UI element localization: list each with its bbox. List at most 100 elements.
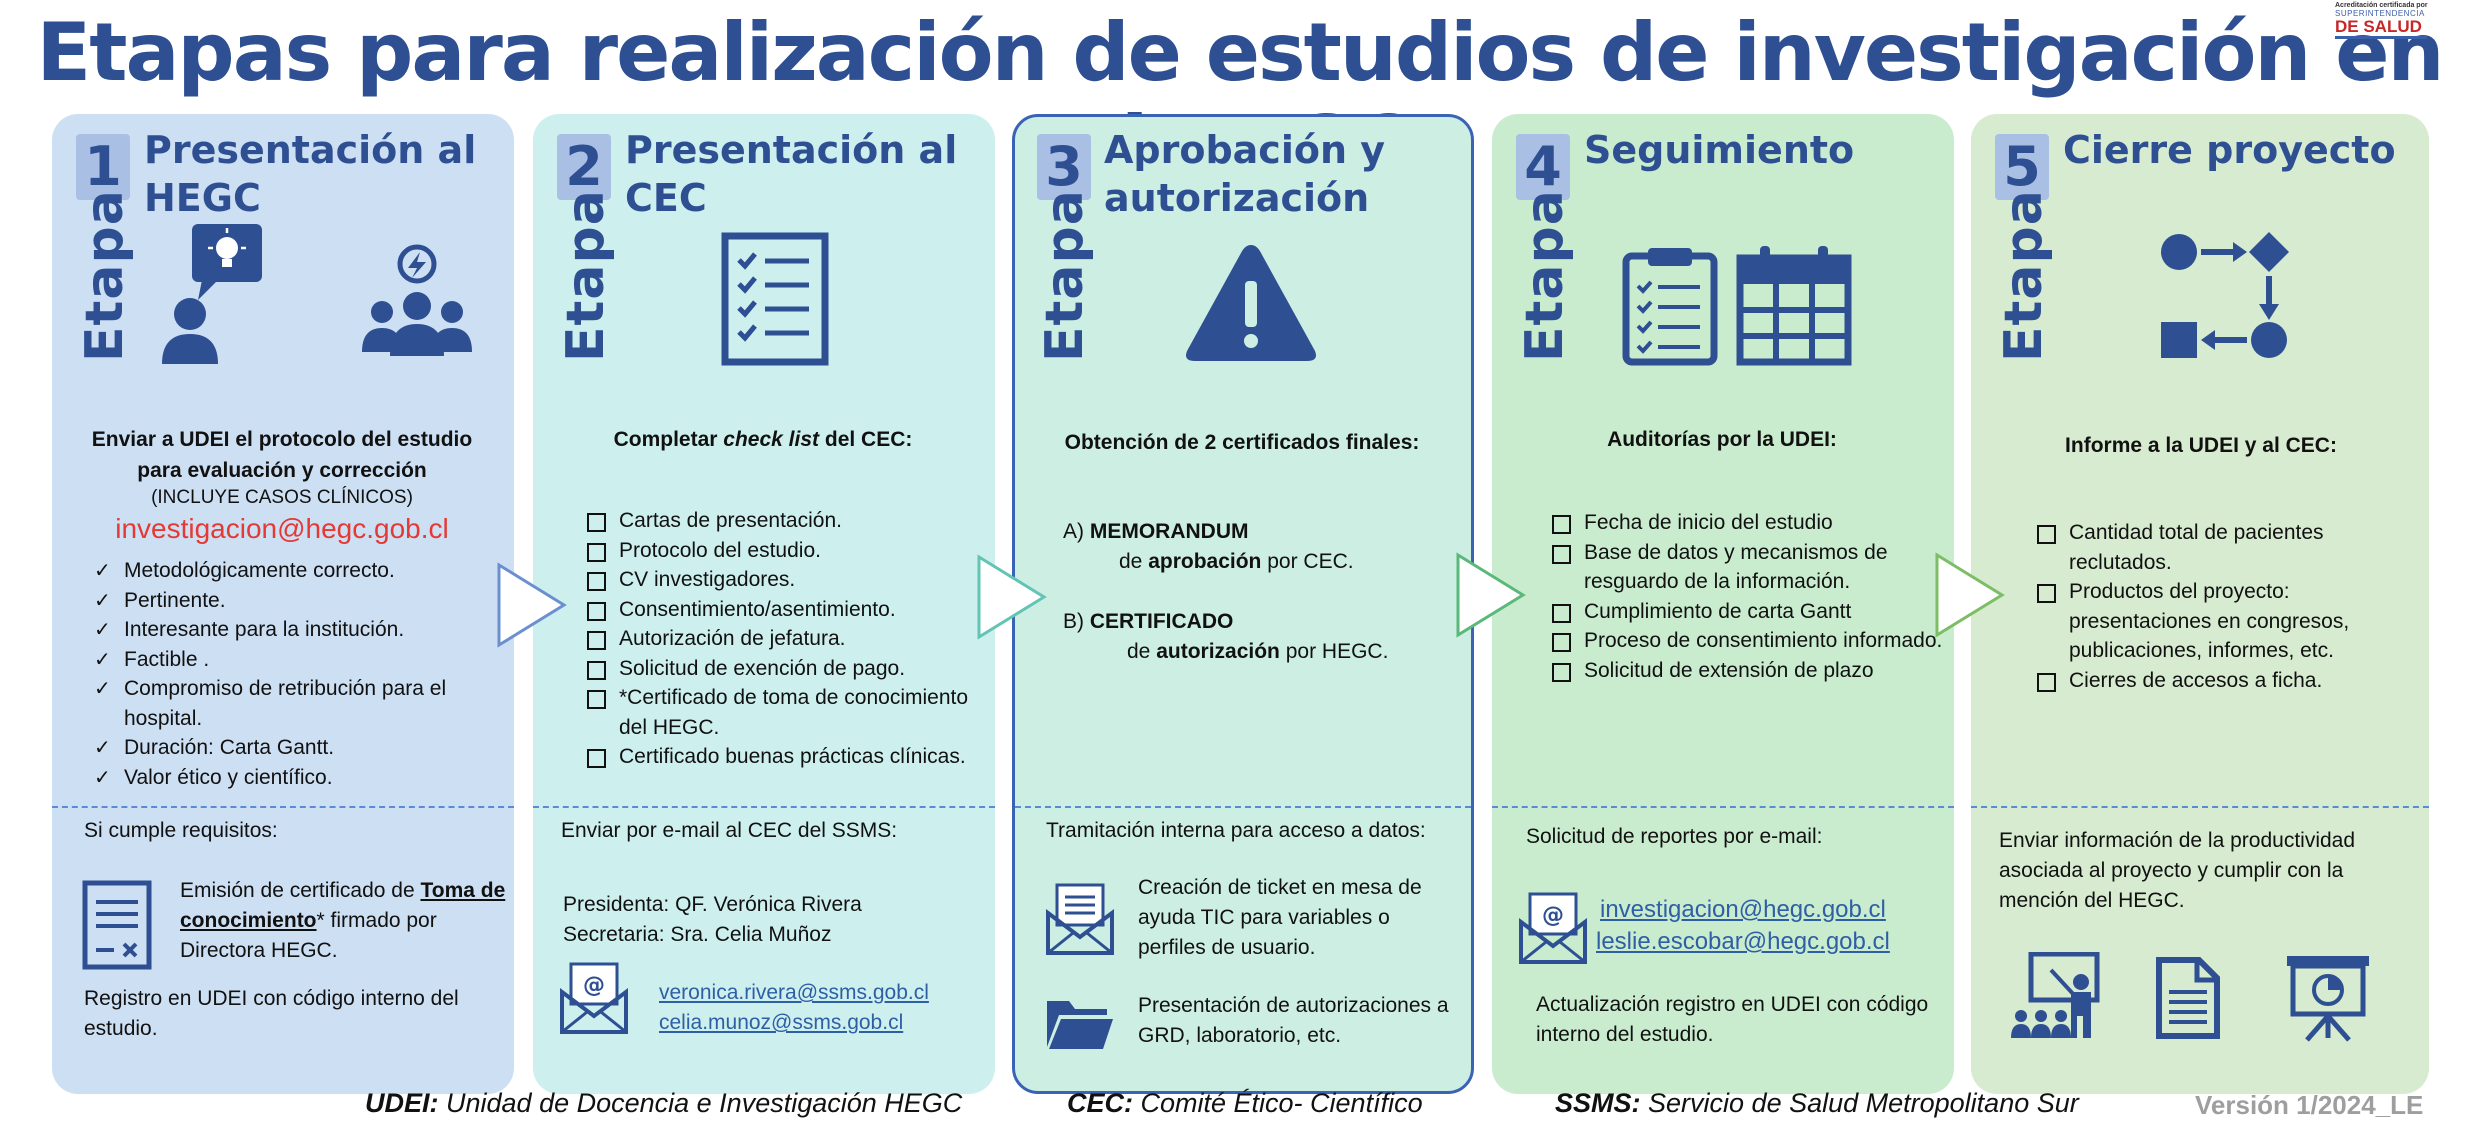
stage-2-divider [533, 806, 995, 808]
stage-2-email-veronica[interactable]: veronica.rivera@ssms.gob.cl [659, 981, 929, 1004]
stage-3-memorandum: A) MEMORANDUM [1063, 520, 1249, 543]
list-item: Protocolo del estudio. [583, 536, 983, 566]
stage-1-bottom-title: Si cumple requisitos: [84, 819, 278, 842]
list-item: Proceso de consentimiento informado. [1548, 626, 1948, 656]
stage-4-email-leslie[interactable]: leslie.escobar@hegc.gob.cl [1596, 928, 1890, 955]
stage-4-email-investigacion[interactable]: investigacion@hegc.gob.cl [1600, 896, 1886, 923]
stage-1-number: 1 [76, 134, 130, 200]
warning-icon [1186, 245, 1316, 361]
version-label: Versión 1/2024_LE [2195, 1090, 2424, 1120]
list-item: Consentimiento/asentimiento. [583, 595, 983, 625]
stage-3-memorandum-detail: de aprobación por CEC. [1119, 550, 1354, 573]
list-item: Duración: Carta Gantt. [88, 733, 498, 763]
stage-5-divider [1971, 806, 2429, 808]
stage-2-title: Presentación al CEC [625, 128, 958, 220]
list-item: Cierres de accesos a ficha. [2033, 666, 2423, 696]
footer-udei: UDEI: Unidad de Docencia e Investigación… [365, 1088, 963, 1118]
stage-1-divider [52, 806, 514, 808]
list-item: Solicitud de extensión de plazo [1548, 656, 1948, 686]
list-item: Valor ético y científico. [88, 763, 498, 793]
list-item: Certificado buenas prácticas clínicas. [583, 742, 983, 772]
email-ticket-icon [1046, 883, 1114, 955]
email-icon: @ [1519, 892, 1587, 964]
stage-1-lead: Enviar a UDEI el protocolo del estudio p… [91, 428, 473, 482]
stage-2-checklist: Cartas de presentación. Protocolo del es… [583, 506, 983, 772]
process-flow-icon [2161, 232, 2289, 358]
presentation-board-icon [2287, 956, 2369, 1042]
arrow-right-icon [1935, 552, 2005, 638]
stage-4-title: Seguimiento [1584, 128, 1855, 172]
stage-1-title: Presentación al HEGC [144, 128, 477, 220]
list-item: Autorización de jefatura. [583, 624, 983, 654]
stage-3-title: Aprobación y autorización [1104, 128, 1386, 220]
list-item: Productos del proyecto: presentaciones e… [2033, 577, 2423, 666]
superintendencia-logo: Acreditación certificada por SUPERINTEND… [2335, 2, 2475, 39]
list-item: CV investigadores. [583, 565, 983, 595]
stage-5-etapa-label: Etapa [1994, 189, 2054, 362]
certificate-icon [82, 880, 152, 970]
stage-4-number: 4 [1516, 134, 1570, 200]
stage-5-panel: 5 Etapa Cierre proyecto Informe a la UDE… [1971, 114, 2429, 1094]
stage-2-presidenta: Presidenta: QF. Verónica Rivera [563, 893, 862, 916]
stage-4-divider [1492, 806, 1954, 808]
stage-1-icons [162, 224, 502, 374]
stage-4-bottom-title: Solicitud de reportes por e-mail: [1526, 825, 1823, 848]
stage-4-checklist: Fecha de inicio del estudio Base de dato… [1548, 508, 1948, 685]
list-item: Cantidad total de pacientes reclutados. [2033, 518, 2423, 577]
document-icon [2156, 957, 2220, 1039]
list-item: Metodológicamente correcto. [88, 556, 498, 586]
person-idea-icon [162, 224, 262, 364]
arrow-right-icon [1456, 552, 1526, 638]
arrow-right-icon [977, 554, 1047, 640]
stage-2-number: 2 [557, 134, 611, 200]
team-bolt-icon [362, 244, 472, 356]
list-item: Cumplimiento de carta Gantt [1548, 597, 1948, 627]
arrow-right-icon [497, 562, 567, 648]
list-item: Fecha de inicio del estudio [1548, 508, 1948, 538]
stage-2-etapa-label: Etapa [556, 189, 616, 362]
presentation-audience-icon [2011, 952, 2100, 1038]
email-icon: @ [560, 962, 628, 1034]
footer-cec: CEC: Comité Ético- Científico [1067, 1088, 1423, 1118]
stage-1-certificate-text: Emisión de certificado de Toma de conoci… [180, 879, 506, 962]
stage-1-etapa-label: Etapa [75, 189, 135, 362]
stage-4-lead: Auditorías por la UDEI: [1607, 428, 1837, 451]
stage-3-presentacion: Presentación de autorizaciones a GRD, la… [1138, 994, 1449, 1047]
stage-2-secretaria: Secretaria: Sra. Celia Muñoz [563, 923, 832, 946]
stage-2-lead: Completar check list del CEC: [613, 428, 913, 451]
list-item: Pertinente. [88, 586, 498, 616]
list-item: Compromiso de retribución para el hospit… [88, 674, 498, 733]
list-item: Base de datos y mecanismos de resguardo … [1548, 538, 1948, 597]
stage-2-email-celia[interactable]: celia.munoz@ssms.gob.cl [659, 1011, 904, 1034]
stage-4-etapa-label: Etapa [1515, 189, 1575, 362]
folder-icon [1047, 1001, 1113, 1049]
list-item: Interesante para la institución. [88, 615, 498, 645]
footer-ssms: SSMS: Servicio de Salud Metropolitano Su… [1555, 1088, 2079, 1118]
calendar-icon [1736, 246, 1852, 366]
stage-2-panel: 2 Etapa Presentación al CEC Completar ch… [533, 114, 995, 1094]
stage-5-checklist: Cantidad total de pacientes reclutados. … [2033, 518, 2423, 695]
stage-5-lead: Informe a la UDEI y al CEC: [2065, 434, 2337, 457]
list-item: Cartas de presentación. [583, 506, 983, 536]
stage-3-number: 3 [1037, 134, 1091, 200]
stage-3-bottom-title: Tramitación interna para acceso a datos: [1046, 819, 1426, 842]
stage-3-certificado: B) CERTIFICADO [1063, 610, 1234, 633]
stage-1-email[interactable]: investigacion@hegc.gob.cl [115, 513, 449, 544]
stage-1-note: (INCLUYE CASOS CLÍNICOS) [151, 487, 413, 508]
clipboard-icon [1622, 248, 1718, 366]
stage-4-panel: 4 Etapa Seguimiento Auditorías por la UD… [1492, 114, 1954, 1094]
stage-2-bottom-title: Enviar por e-mail al CEC del SSMS: [561, 819, 898, 842]
svg-text:@: @ [583, 973, 605, 998]
stage-5-bottom-text: Enviar información de la productividad a… [1999, 829, 2356, 912]
stage-3-etapa-label: Etapa [1035, 189, 1095, 362]
list-item: Factible . [88, 645, 498, 675]
stage-3-certificado-detail: de autorización por HEGC. [1127, 640, 1389, 663]
stage-4-actualizacion: Actualización registro en UDEI con códig… [1536, 993, 1929, 1046]
stage-3-divider [1015, 806, 1471, 808]
stage-1-registro: Registro en UDEI con código interno del … [84, 987, 459, 1040]
stage-1-panel: 1 Etapa Presentación al HEGC Enviar a UD… [52, 114, 514, 1094]
stage-1-checklist: Metodológicamente correcto. Pertinente. … [88, 556, 498, 792]
stage-3-lead: Obtención de 2 certificados finales: [1064, 431, 1420, 454]
stage-5-number: 5 [1995, 134, 2049, 200]
list-item: Solicitud de exención de pago. [583, 654, 983, 684]
